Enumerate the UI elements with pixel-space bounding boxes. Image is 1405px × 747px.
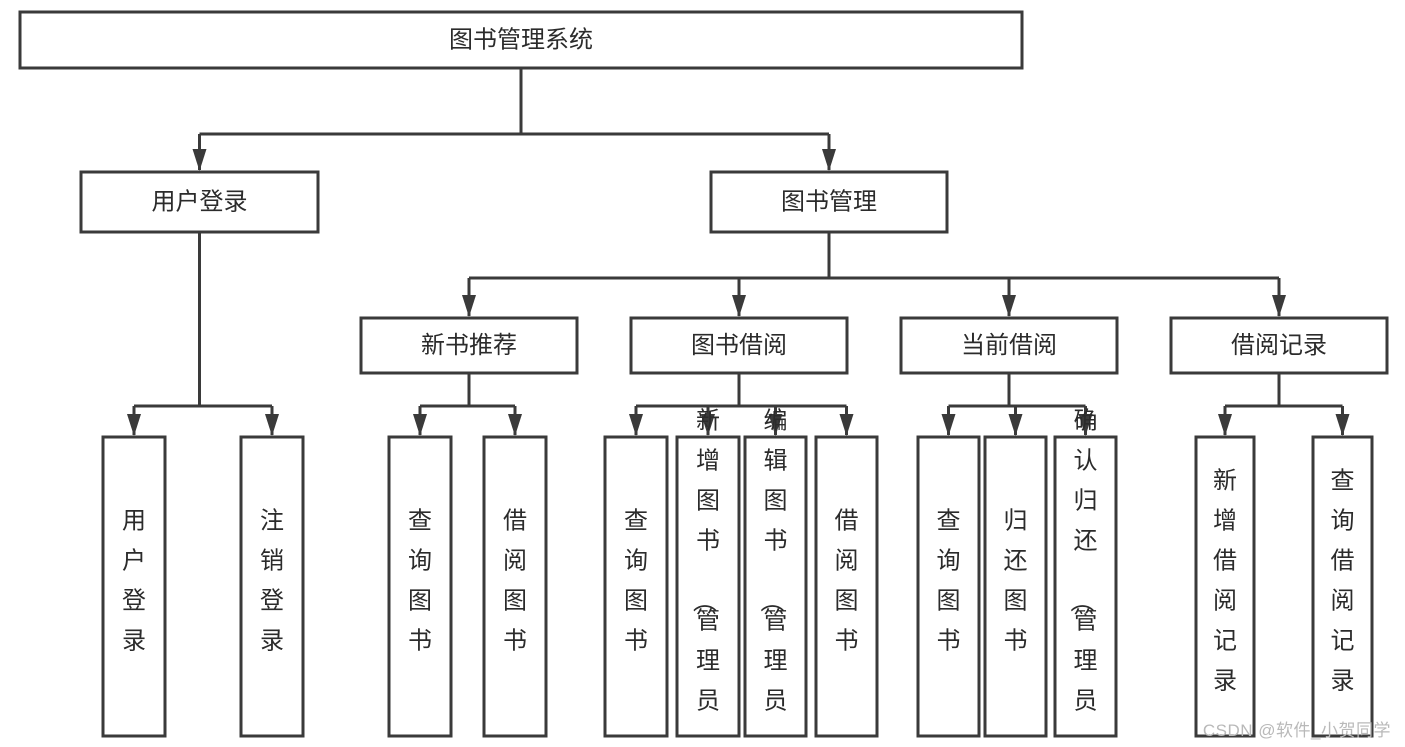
node-level3-0-rect xyxy=(359,316,579,375)
node-leaf-1-rect xyxy=(239,435,305,738)
arrow-head-icon xyxy=(732,295,746,317)
node-level2-1-rect xyxy=(709,170,949,234)
node-leaf-5-label: 新增图书（管理员） xyxy=(690,408,720,747)
node-leaf-0-rect xyxy=(101,435,167,738)
arrow-head-icon xyxy=(1008,414,1023,436)
node-leaf-9[interactable]: 归还图书 xyxy=(983,435,1048,738)
node-leaf-3-rect xyxy=(482,435,548,738)
arrow-head-icon xyxy=(1335,414,1350,436)
node-leaf-11-label: 新增借阅记录 xyxy=(1213,468,1237,695)
node-leaf-0[interactable]: 用户登录 xyxy=(101,435,167,738)
arrow-head-icon xyxy=(265,414,279,436)
node-leaf-11-rect xyxy=(1194,435,1256,738)
arrow-head-icon xyxy=(1272,295,1286,317)
node-leaf-8-rect xyxy=(916,435,981,738)
node-level3-1-rect xyxy=(629,316,849,375)
node-level3-0[interactable]: 新书推荐 xyxy=(359,316,579,375)
node-leaf-12-label: 查询借阅记录 xyxy=(1331,468,1355,695)
arrow-head-icon xyxy=(701,414,715,436)
node-leaf-3[interactable]: 借阅图书 xyxy=(482,435,548,738)
node-level3-3-label: 借阅记录 xyxy=(1231,332,1327,359)
node-leaf-8[interactable]: 查询图书 xyxy=(916,435,981,738)
arrow-head-icon xyxy=(462,295,476,317)
node-level2-1[interactable]: 图书管理 xyxy=(709,170,949,234)
node-leaf-2-rect xyxy=(387,435,453,738)
connector-layer xyxy=(127,68,1350,436)
node-leaf-10-rect xyxy=(1053,435,1118,738)
node-leaf-12[interactable]: 查询借阅记录 xyxy=(1311,435,1374,738)
node-leaf-4-label: 查询图书 xyxy=(624,508,648,655)
node-leaf-5[interactable]: 新增图书（管理员） xyxy=(675,408,741,747)
arrow-head-icon xyxy=(127,414,141,436)
node-level3-0-label: 新书推荐 xyxy=(421,332,517,359)
node-leaf-1[interactable]: 注销登录 xyxy=(239,435,305,738)
node-leaf-4-rect xyxy=(603,435,669,738)
node-leaf-9-rect xyxy=(983,435,1048,738)
node-level2-0-label: 用户登录 xyxy=(152,188,248,215)
arrow-head-icon xyxy=(192,149,207,171)
arrow-head-icon xyxy=(508,414,522,436)
arrow-head-icon xyxy=(839,414,854,436)
node-level3-1-label: 图书借阅 xyxy=(691,332,787,359)
node-leaf-0-label: 用户登录 xyxy=(122,508,146,655)
node-leaf-4[interactable]: 查询图书 xyxy=(603,435,669,738)
node-leaf-7-label: 借阅图书 xyxy=(835,508,859,655)
node-level2-0[interactable]: 用户登录 xyxy=(79,170,320,234)
arrow-head-icon xyxy=(629,414,643,436)
node-level3-1[interactable]: 图书借阅 xyxy=(629,316,849,375)
node-leaf-5-rect xyxy=(675,435,741,738)
node-leaf-9-label: 归还图书 xyxy=(1004,508,1028,655)
arrow-head-icon xyxy=(822,149,836,171)
node-leaf-3-label: 借阅图书 xyxy=(503,508,527,655)
node-root[interactable]: 图书管理系统 xyxy=(18,10,1024,70)
arrow-head-icon xyxy=(768,414,783,436)
arrow-head-icon xyxy=(1078,414,1093,436)
node-leaf-8-label: 查询图书 xyxy=(937,508,961,655)
node-level2-0-rect xyxy=(79,170,320,234)
node-leaf-12-rect xyxy=(1311,435,1374,738)
node-leaf-2[interactable]: 查询图书 xyxy=(387,435,453,738)
arrow-head-icon xyxy=(1218,414,1232,436)
node-leaf-10[interactable]: 确认归还（管理员） xyxy=(1053,408,1118,747)
node-leaf-7-rect xyxy=(814,435,879,738)
node-level3-2[interactable]: 当前借阅 xyxy=(899,316,1119,375)
node-leaf-7[interactable]: 借阅图书 xyxy=(814,435,879,738)
node-leaf-10-label: 确认归还（管理员） xyxy=(1068,408,1098,747)
node-level3-2-label: 当前借阅 xyxy=(961,332,1057,359)
node-leaf-2-label: 查询图书 xyxy=(408,508,432,655)
node-root-rect xyxy=(18,10,1024,70)
node-leaf-6-rect xyxy=(743,435,808,738)
arrow-head-icon xyxy=(1002,295,1016,317)
node-level3-3-rect xyxy=(1169,316,1389,375)
node-layer: 图书管理系统用户登录图书管理新书推荐图书借阅当前借阅借阅记录用户登录注销登录查询… xyxy=(18,10,1389,747)
node-leaf-11[interactable]: 新增借阅记录 xyxy=(1194,435,1256,738)
arrow-head-icon xyxy=(941,414,956,436)
node-level3-2-rect xyxy=(899,316,1119,375)
node-leaf-6-label: 编辑图书（管理员） xyxy=(758,408,788,747)
arrow-head-icon xyxy=(413,414,427,436)
node-level3-3[interactable]: 借阅记录 xyxy=(1169,316,1389,375)
node-root-label: 图书管理系统 xyxy=(449,26,593,53)
node-leaf-1-label: 注销登录 xyxy=(260,508,284,655)
node-level2-1-label: 图书管理 xyxy=(781,188,877,215)
node-leaf-6[interactable]: 编辑图书（管理员） xyxy=(743,408,808,747)
